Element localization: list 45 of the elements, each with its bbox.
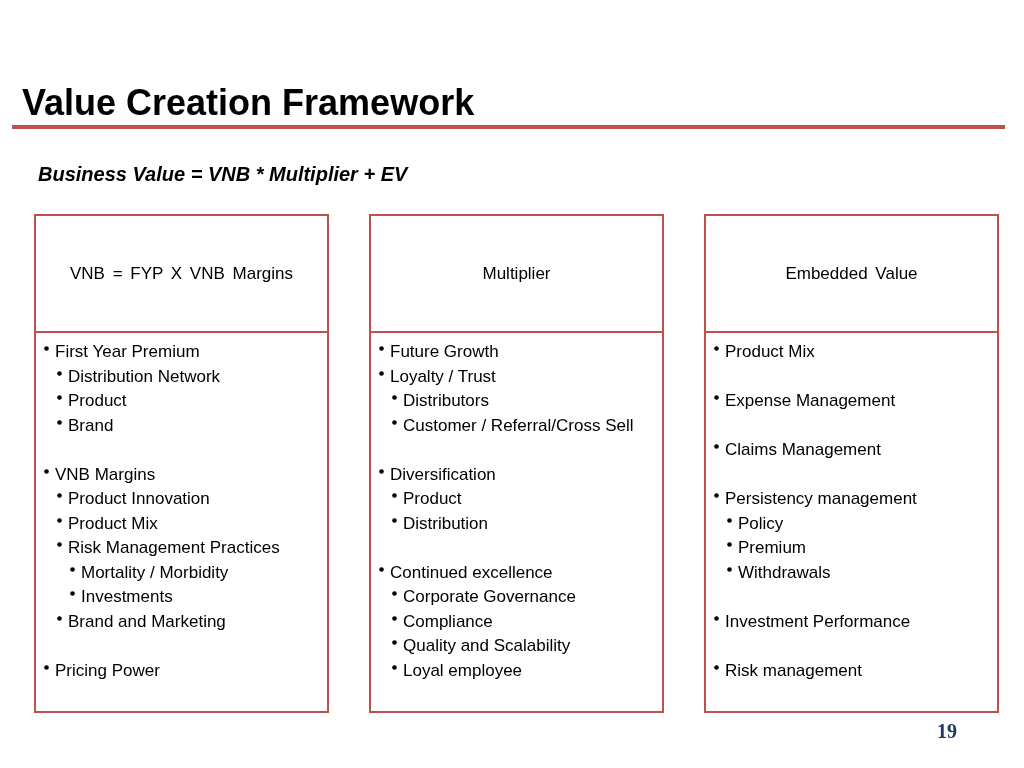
bullet-item: Continued excellence	[390, 562, 553, 582]
slide-title: Value Creation Framework	[22, 82, 475, 124]
header-text: VNB = FYP X VNB Margins	[70, 263, 293, 284]
bullet-item: Persistency management	[725, 489, 917, 508]
header-box	[704, 214, 999, 333]
page-number: 19	[937, 720, 957, 743]
bullet-item: Product Innovation	[68, 489, 210, 508]
bullet-item: Product Mix	[68, 513, 158, 533]
bullet-item: Risk management	[725, 660, 862, 680]
bullet-item: Distribution Network	[68, 366, 221, 386]
bullet-item: Product	[68, 391, 127, 410]
header-box	[34, 214, 329, 333]
content-box	[369, 331, 664, 713]
bullet-item: Claims Management	[725, 440, 881, 459]
header-text: Multiplier	[482, 263, 551, 284]
header-box	[369, 214, 664, 333]
bullet-item: Product	[403, 489, 462, 508]
bullet-item: Distribution	[403, 513, 489, 533]
header-text: Embedded Value	[785, 263, 918, 284]
bullet-item: Investment Performance	[725, 611, 911, 631]
bullet-item: Policy	[738, 513, 784, 533]
bullet-item: Mortality / Morbidity	[81, 562, 229, 582]
bullet-item: Customer / Referral/Cross Sell	[403, 415, 634, 435]
bullet-item: Risk Management Practices	[68, 538, 280, 557]
bullet-item: Premium	[738, 538, 806, 557]
formula-text: Business Value = VNB * Multiplier + EV	[38, 163, 408, 186]
bullet-item: First Year Premium	[55, 342, 200, 361]
bullet-item: Expense Management	[725, 391, 896, 410]
bullet-item: Quality and Scalability	[403, 636, 571, 655]
bullet-item: Brand and Marketing	[68, 611, 226, 631]
bullet-item: VNB Margins	[55, 464, 156, 484]
bullet-item: Withdrawals	[738, 562, 831, 582]
bullet-item: Compliance	[403, 611, 493, 631]
bullet-item: Diversification	[390, 464, 496, 484]
bullet-item: Brand	[68, 415, 114, 435]
content-box	[34, 331, 329, 713]
content-box	[704, 331, 999, 713]
bullet-item: Future Growth	[390, 342, 499, 361]
bullet-item: Pricing Power	[55, 660, 160, 680]
bullet-item: Corporate Governance	[403, 587, 576, 606]
bullet-item: Loyal employee	[403, 660, 523, 680]
bullet-item: Product Mix	[725, 342, 815, 361]
bullet-item: Investments	[81, 587, 173, 606]
bullet-item: Distributors	[403, 391, 489, 410]
bullet-item: Loyalty / Trust	[390, 366, 496, 386]
